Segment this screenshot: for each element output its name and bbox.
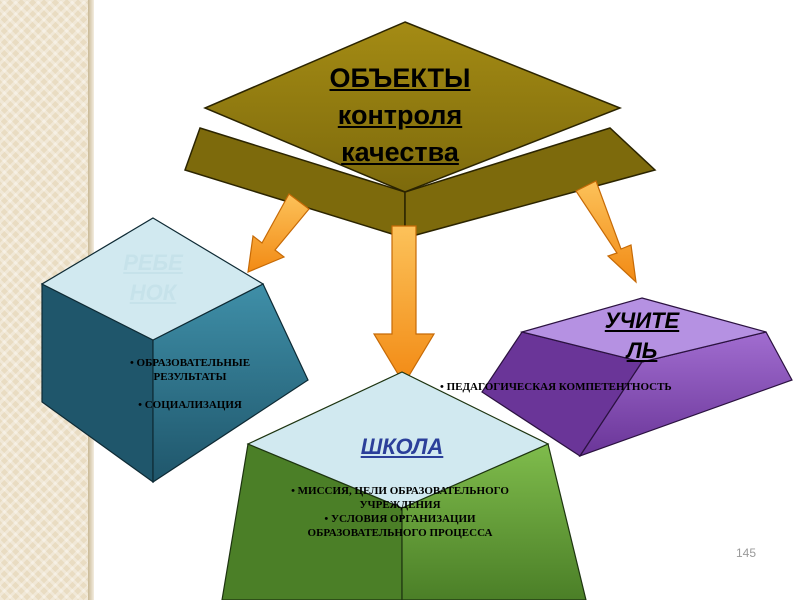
center-title-line: контроля [337, 100, 463, 130]
arrows [247, 180, 637, 386]
list-item: • ПЕДАГОГИЧЕСКАЯ КОМПЕТЕНТНОСТЬ [440, 381, 672, 393]
list-item: • СОЦИАЛИЗАЦИЯ [138, 399, 242, 411]
uchitel-title: УЧИТЕ ЛЬ [604, 308, 680, 363]
arrow-to-shkola [372, 225, 436, 386]
shkola-items: • МИССИЯ, ЦЕЛИ ОБРАЗОВАТЕЛЬНОГО УЧРЕЖДЕН… [228, 484, 572, 540]
center-title-line: качества [341, 137, 459, 167]
center-title-line: ОБЪЕКТЫ [329, 63, 471, 93]
shkola-top-face [246, 371, 550, 509]
rebenok-top-face [40, 217, 265, 341]
center-diamond [203, 21, 623, 193]
shkola-shape [221, 371, 587, 600]
center-shape [184, 21, 657, 240]
list-item: • ОБРАЗОВАТЕЛЬНЫЕ РЕЗУЛЬТАТЫ [129, 357, 251, 383]
rebenok-items: • ОБРАЗОВАТЕЛЬНЫЕ РЕЗУЛЬТАТЫ • СОЦИАЛИЗА… [104, 356, 276, 412]
rebenok-title: РЕБЕ НОК [123, 250, 183, 305]
uchitel-shape [481, 297, 793, 458]
center-title: ОБЪЕКТЫ контроля качества [310, 60, 490, 171]
arrow-to-rebenok [247, 193, 310, 273]
page-number: 145 [736, 546, 757, 560]
list-item: • УСЛОВИЯ ОРГАНИЗАЦИИ ОБРАЗОВАТЕЛЬНОГО П… [307, 513, 493, 539]
list-item: • МИССИЯ, ЦЕЛИ ОБРАЗОВАТЕЛЬНОГО УЧРЕЖДЕН… [291, 485, 509, 511]
rebenok-shape [40, 217, 309, 484]
shkola-title: ШКОЛА [360, 434, 444, 459]
arrow-to-uchitel [575, 180, 637, 284]
uchitel-top-face [519, 297, 767, 363]
uchitel-items: • ПЕДАГОГИЧЕСКАЯ КОМПЕТЕНТНОСТЬ [440, 380, 780, 394]
